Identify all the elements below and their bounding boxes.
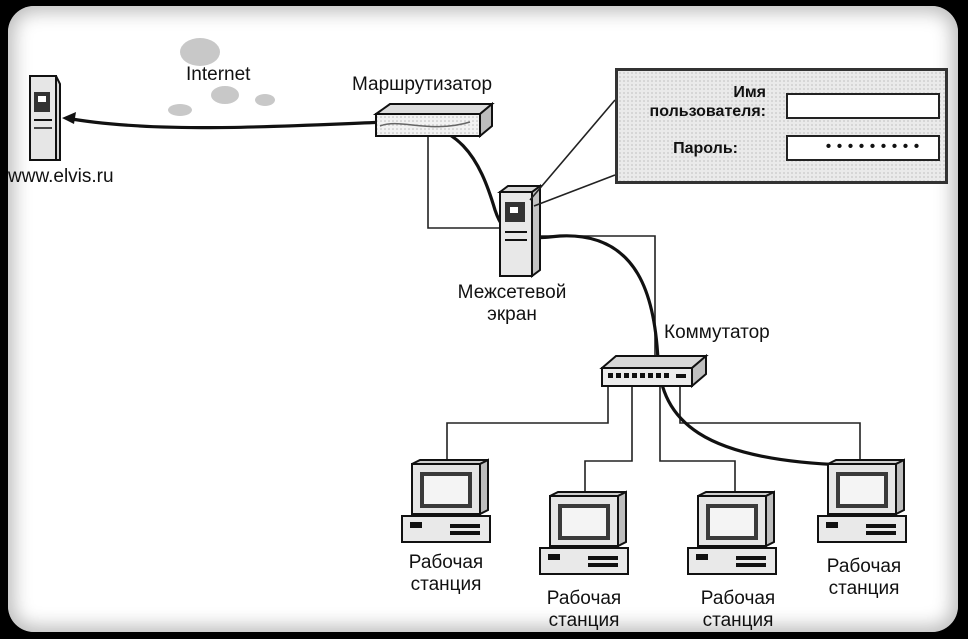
firewall-label: Межсетевой экран	[444, 282, 580, 326]
switch-icon	[599, 353, 709, 389]
workstation-icon	[539, 490, 629, 575]
workstation-label-line1: Рабочая	[700, 588, 776, 609]
username-label: Имя пользователя:	[626, 83, 766, 121]
workstation-label: Рабочая станция	[398, 552, 494, 596]
workstation-label-line2: станция	[410, 574, 482, 595]
username-label-line2: пользователя:	[649, 103, 766, 120]
internet-cloud-icon	[168, 38, 275, 116]
server-icon	[29, 75, 61, 161]
firewall-label-line1: Межсетевой	[457, 282, 567, 303]
username-label-line1: Имя	[733, 84, 766, 101]
arrow-head-icon	[62, 112, 76, 124]
workstation-label-line1: Рабочая	[408, 552, 484, 573]
firewall-icon	[497, 184, 543, 278]
router-label: Маршрутизатор	[352, 74, 493, 95]
internet-label: Internet	[186, 64, 251, 85]
workstation-label: Рабочая станция	[816, 556, 912, 600]
username-field[interactable]	[786, 93, 940, 119]
workstation-label-line1: Рабочая	[546, 588, 622, 609]
firewall-label-line2: экран	[487, 304, 537, 325]
workstation-icon	[817, 458, 907, 543]
workstation-label-line2: станция	[548, 610, 620, 631]
server-label: www.elvis.ru	[8, 166, 114, 187]
workstation-label: Рабочая станция	[690, 588, 786, 632]
workstation-label: Рабочая станция	[536, 588, 632, 632]
login-panel: Имя пользователя: Пароль: •••••••••	[615, 68, 948, 184]
workstation-label-line1: Рабочая	[826, 556, 902, 577]
router-icon	[372, 101, 495, 139]
workstation-icon	[401, 458, 491, 543]
workstation-icon	[687, 490, 777, 575]
callout-lines	[529, 99, 616, 207]
password-field[interactable]: •••••••••	[786, 135, 940, 161]
password-label: Пароль:	[673, 140, 738, 157]
switch-label: Коммутатор	[664, 322, 770, 343]
workstation-label-line2: станция	[702, 610, 774, 631]
workstation-label-line2: станция	[828, 578, 900, 599]
